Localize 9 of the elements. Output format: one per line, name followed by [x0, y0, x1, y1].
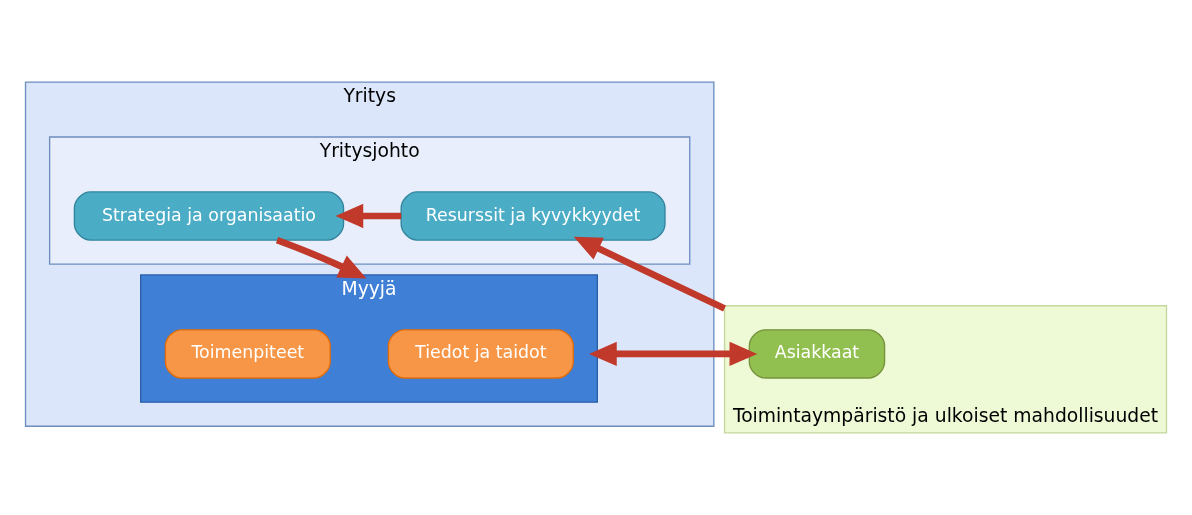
node-box: Asiakkaat: [748, 329, 886, 379]
arrow: [589, 341, 758, 367]
node-box: Tiedot ja taidot: [387, 329, 574, 379]
arrow: [335, 203, 402, 229]
node-box: Resurssit ja kyvykkyydet: [400, 191, 666, 241]
arrow: [573, 236, 726, 312]
arrow: [275, 237, 367, 279]
node-box: Strategia ja organisaatio: [73, 191, 345, 241]
node-box: Toimenpiteet: [164, 329, 331, 379]
